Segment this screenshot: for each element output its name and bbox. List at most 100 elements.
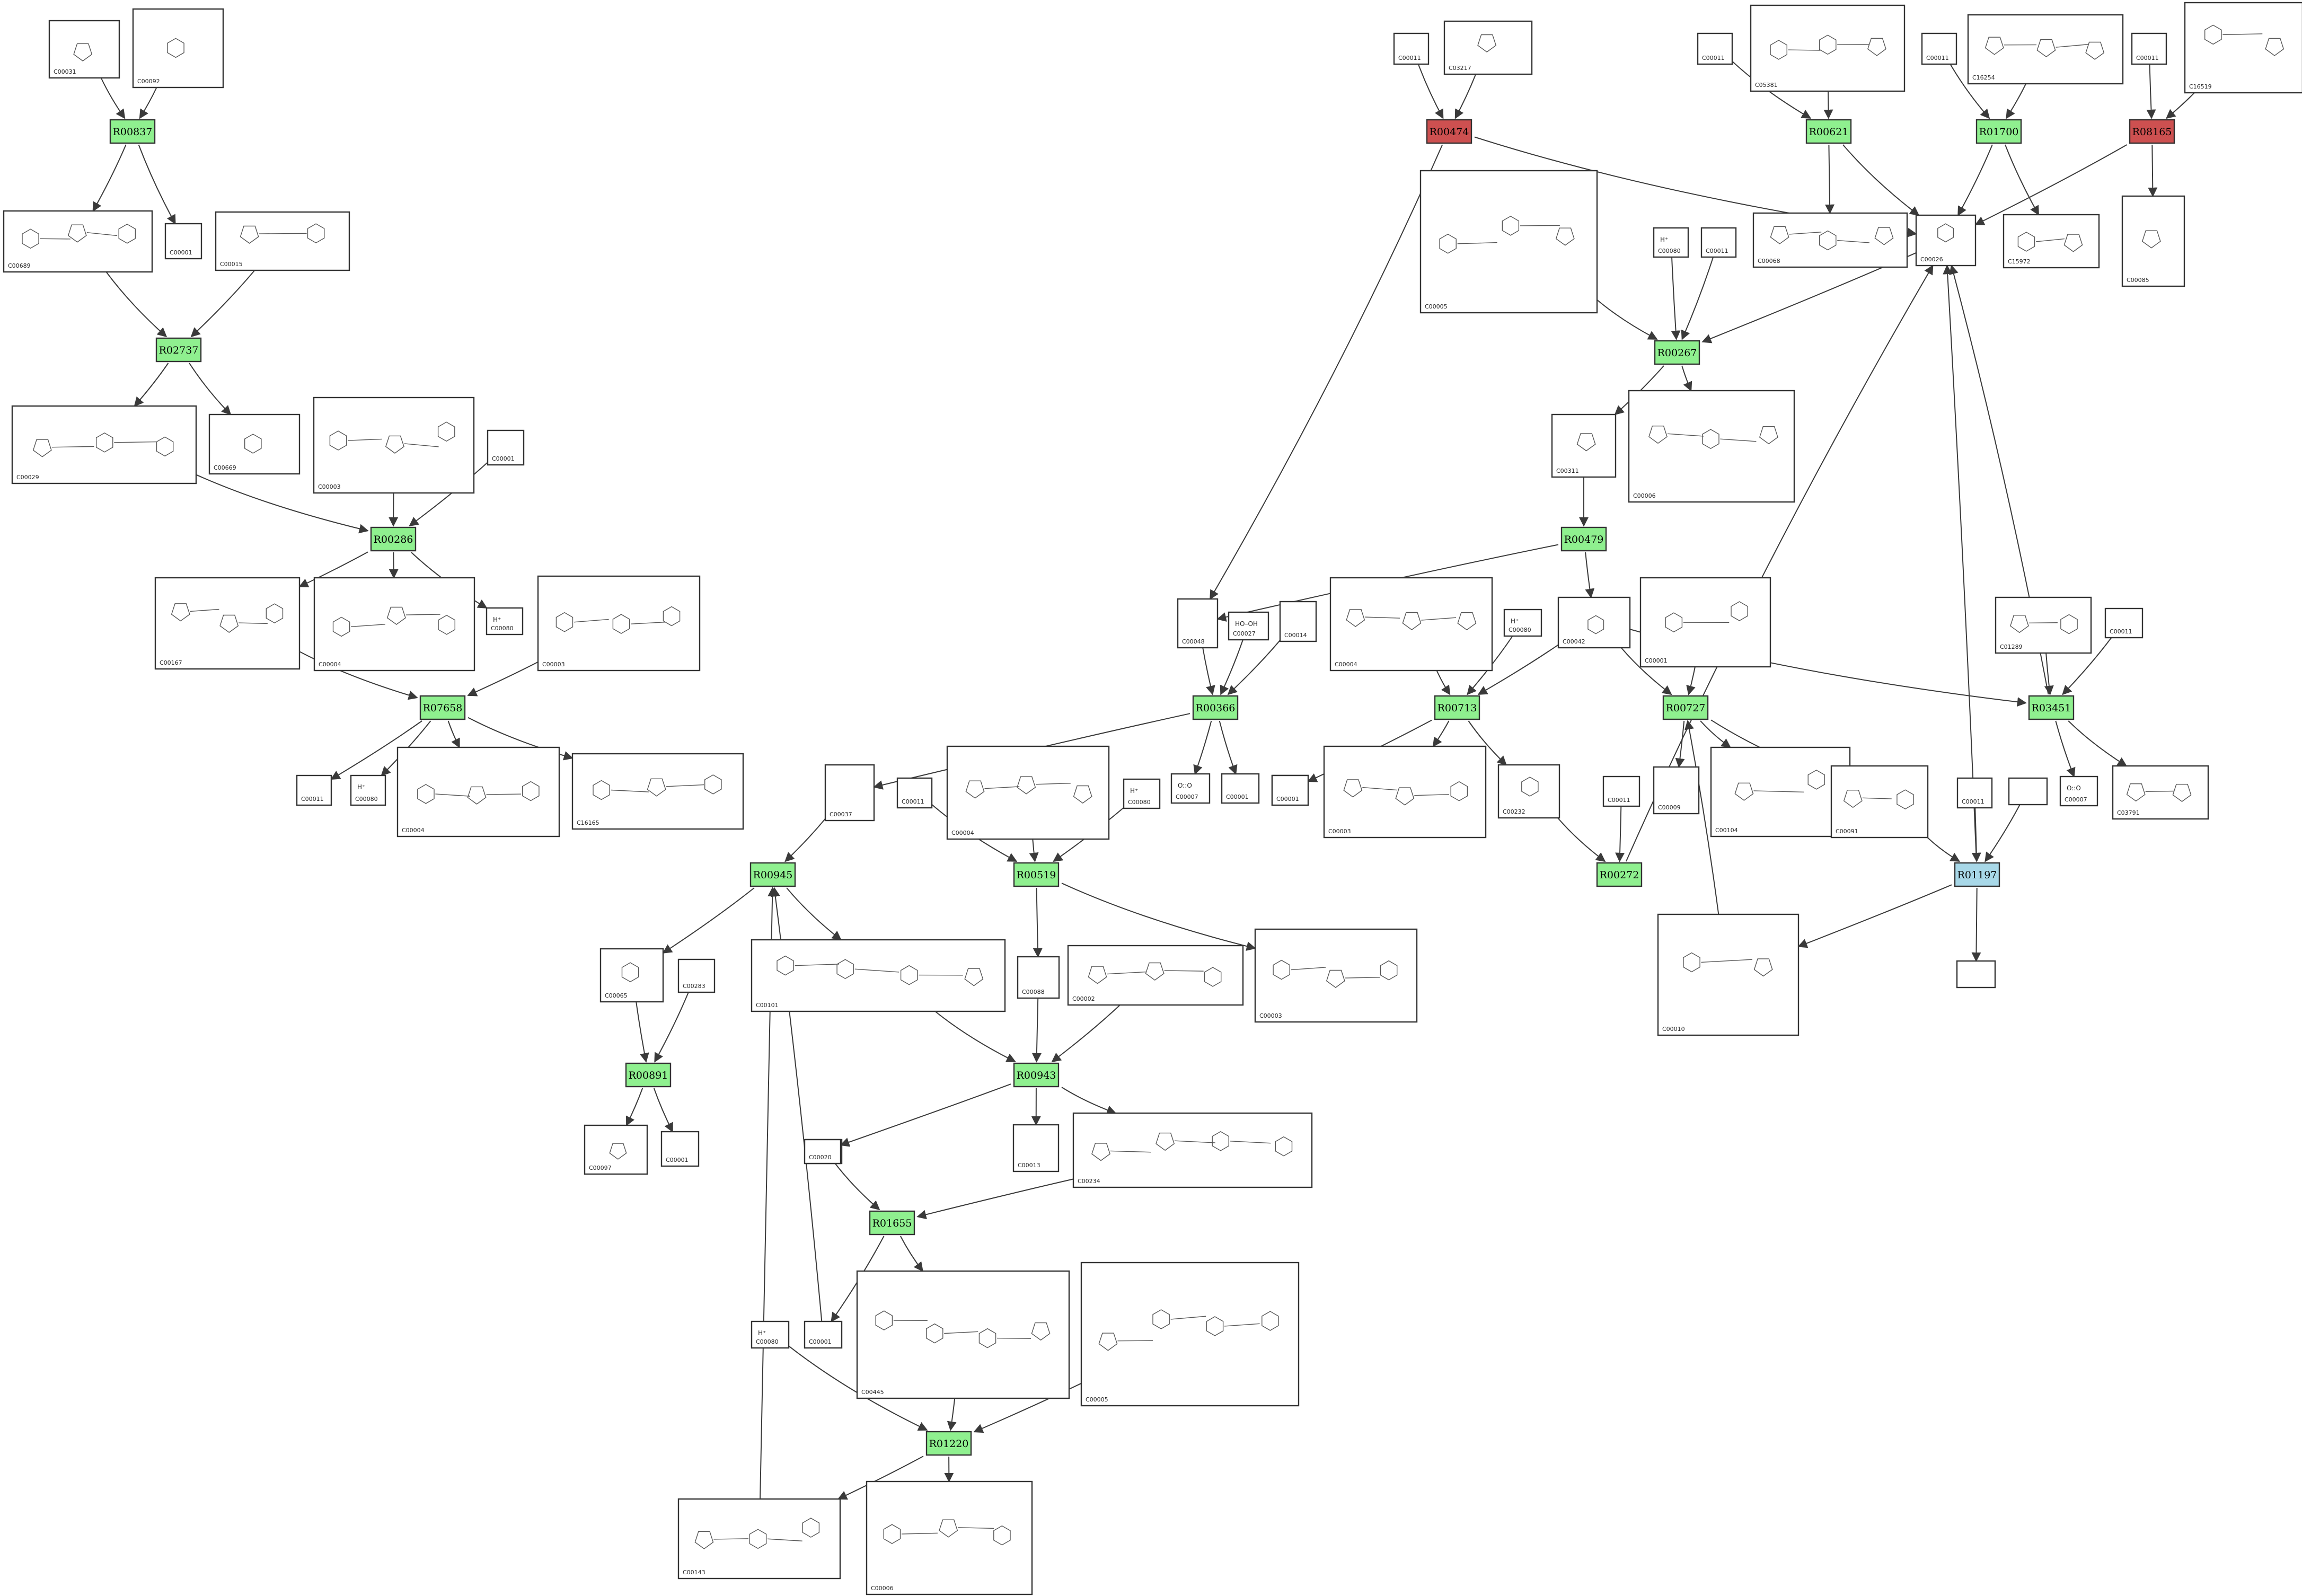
reaction-box[interactable] [1013,862,1060,887]
compound-box[interactable] [2008,777,2048,806]
compound-box[interactable] [313,396,475,494]
compound-node[interactable]: C00005 [1419,170,1598,314]
compound-box[interactable] [1956,960,1996,989]
compound-node[interactable]: C00097 [584,1124,648,1175]
compound-box[interactable] [296,774,332,806]
compound-box[interactable] [1067,945,1244,1006]
compound-box[interactable] [660,1131,700,1167]
compound-node[interactable]: C00011 [296,774,332,806]
compound-box[interactable] [132,8,224,89]
reaction-node[interactable]: R00519 [1013,862,1060,887]
compound-node[interactable]: C00001 [1271,774,1309,806]
compound-node[interactable]: C00003 [313,396,475,494]
reaction-node[interactable]: R00945 [749,862,796,887]
reaction-node[interactable]: R02737 [155,337,202,363]
compound-box[interactable] [751,939,1006,1012]
compound-box[interactable] [751,1320,790,1349]
compound-node[interactable]: C15972 [2003,214,2100,269]
reaction-node[interactable]: R00286 [370,526,417,552]
compound-box[interactable] [2003,214,2100,269]
compound-box[interactable] [1080,1262,1300,1407]
compound-node[interactable]: C00234 [1072,1112,1313,1188]
compound-box[interactable] [599,948,664,1003]
compound-node[interactable]: H⁺C00080 [751,1320,790,1349]
compound-node[interactable]: C00011 [1602,775,1640,807]
compound-node[interactable]: C00001 [1639,577,1771,668]
compound-box[interactable] [2112,765,2209,820]
compound-box[interactable] [571,753,744,830]
reaction-node[interactable]: R00713 [1434,695,1480,720]
reaction-node[interactable]: R01700 [1975,119,2022,144]
compound-node[interactable]: H⁺C00080 [486,607,524,636]
compound-node[interactable]: C00311 [1551,413,1617,478]
compound-node[interactable]: C00085 [2121,195,2185,287]
reaction-box[interactable] [370,526,417,552]
compound-node[interactable]: C00011 [1921,32,1957,65]
compound-box[interactable] [1443,20,1533,75]
compound-box[interactable] [1700,227,1737,258]
compound-box[interactable] [1221,773,1260,804]
compound-node[interactable]: C00006 [866,1480,1033,1595]
reaction-box[interactable] [2129,119,2175,144]
reaction-box[interactable] [625,1062,672,1088]
reaction-node[interactable]: R00366 [1192,695,1239,720]
compound-node[interactable]: C00001 [164,223,202,260]
compound-box[interactable] [677,958,716,993]
compound-node[interactable]: C00167 [154,577,301,670]
compound-node[interactable]: C00048 [1177,598,1219,649]
compound-box[interactable] [154,577,301,670]
compound-node[interactable]: C00104 [1710,746,1851,837]
compound-node[interactable]: C00002 [1067,945,1244,1006]
compound-box[interactable] [1228,611,1269,641]
compound-box[interactable] [48,20,120,79]
compound-box[interactable] [1653,227,1689,258]
reaction-box[interactable] [925,1431,972,1456]
compound-box[interactable] [215,211,350,271]
compound-box[interactable] [1602,775,1640,807]
compound-box[interactable] [856,1270,1070,1399]
compound-node[interactable]: C00101 [751,939,1006,1012]
reaction-node[interactable]: R00837 [109,119,156,144]
reaction-box[interactable] [869,1210,915,1236]
compound-box[interactable] [1557,596,1631,649]
compound-box[interactable] [350,774,386,806]
compound-box[interactable] [1956,777,1993,809]
reaction-box[interactable] [1654,340,1700,365]
reaction-node[interactable]: R01655 [869,1210,915,1236]
compound-box[interactable] [1710,746,1851,837]
reaction-box[interactable] [749,862,796,887]
reaction-node[interactable]: R00479 [1560,526,1607,552]
reaction-box[interactable] [1975,119,2022,144]
compound-box[interactable] [804,1139,842,1165]
compound-box[interactable] [11,405,197,484]
compound-node[interactable]: C00011 [1956,777,1993,809]
compound-box[interactable] [1329,577,1493,672]
reaction-box[interactable] [1954,862,2000,887]
reaction-box[interactable] [1805,119,1852,144]
compound-node[interactable]: C00031 [48,20,120,79]
compound-node[interactable]: C00011 [1700,227,1737,258]
compound-box[interactable] [1177,598,1219,649]
compound-node[interactable]: C00004 [396,746,560,837]
compound-box[interactable] [1830,765,1929,839]
compound-box[interactable] [1072,1112,1313,1188]
compound-box[interactable] [1628,390,1795,503]
compound-node[interactable]: C01289 [1995,596,2092,654]
reaction-box[interactable] [1596,862,1643,887]
reaction-box[interactable] [1662,695,1709,720]
reaction-node[interactable]: R00891 [625,1062,672,1088]
compound-node[interactable]: C00042 [1557,596,1631,649]
compound-box[interactable] [1323,745,1487,839]
compound-box[interactable] [804,1320,843,1349]
compound-node[interactable]: C00011 [2104,607,2144,639]
compound-box[interactable] [208,413,301,475]
compound-box[interactable] [2184,2,2302,94]
compound-node[interactable]: C00065 [599,948,664,1003]
compound-node[interactable]: C00001 [804,1320,843,1349]
reaction-box[interactable] [1426,119,1472,144]
reaction-node[interactable]: R07658 [419,695,466,720]
compound-node[interactable]: C03217 [1443,20,1533,75]
reaction-box[interactable] [155,337,202,363]
reaction-node[interactable]: R00474 [1426,119,1472,144]
